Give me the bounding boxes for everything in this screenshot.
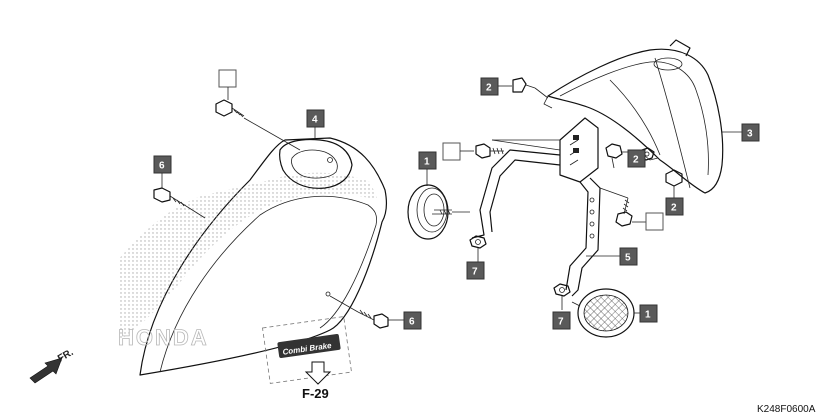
- callout-7: 7: [558, 317, 564, 328]
- callout-4: 4: [312, 115, 318, 126]
- callout-2: 2: [633, 155, 639, 166]
- fender-left-bolt: 6: [153, 155, 206, 219]
- right-screw: 2: [665, 169, 684, 216]
- empty-callout-box: [645, 212, 664, 231]
- front-direction-arrow: FR.: [29, 347, 76, 384]
- callout-6: 6: [409, 317, 415, 328]
- callout-6: 6: [159, 161, 165, 172]
- top-screw: 2: [480, 77, 549, 99]
- svg-text:HONDA: HONDA: [118, 325, 209, 350]
- reference-label: F-29: [302, 386, 329, 401]
- fender-lower-bolt: 6: [329, 295, 422, 330]
- reference-f29: F-29: [302, 361, 332, 401]
- right-reflector: 1: [571, 288, 658, 338]
- direction-label: FR.: [56, 347, 76, 365]
- callout-2: 2: [671, 203, 677, 214]
- callout-7: 7: [472, 267, 478, 278]
- fender-upper-bolt: [215, 69, 301, 151]
- callout-3: 3: [747, 129, 753, 140]
- callout-2: 2: [486, 83, 492, 94]
- bracket-bolt: [442, 142, 504, 161]
- lower-bracket-bolt: [599, 187, 664, 231]
- callout-5: 5: [625, 253, 631, 264]
- middle-screw: 2: [605, 143, 655, 169]
- callout-1: 1: [645, 310, 651, 321]
- empty-callout-box: [218, 69, 237, 88]
- front-fender: HONDA: [118, 137, 388, 376]
- left-reflector: 1: [407, 151, 470, 240]
- callout-4-group: 4: [306, 109, 325, 140]
- empty-callout-box: [442, 142, 461, 161]
- callout-1: 1: [424, 157, 430, 168]
- diagram-code: K248F0600A: [757, 404, 816, 415]
- right-nut: 7: [552, 283, 571, 330]
- inner-fender: 3: [543, 39, 760, 194]
- left-nut: 7: [466, 235, 487, 280]
- reflector-bracket: 5: [471, 117, 638, 297]
